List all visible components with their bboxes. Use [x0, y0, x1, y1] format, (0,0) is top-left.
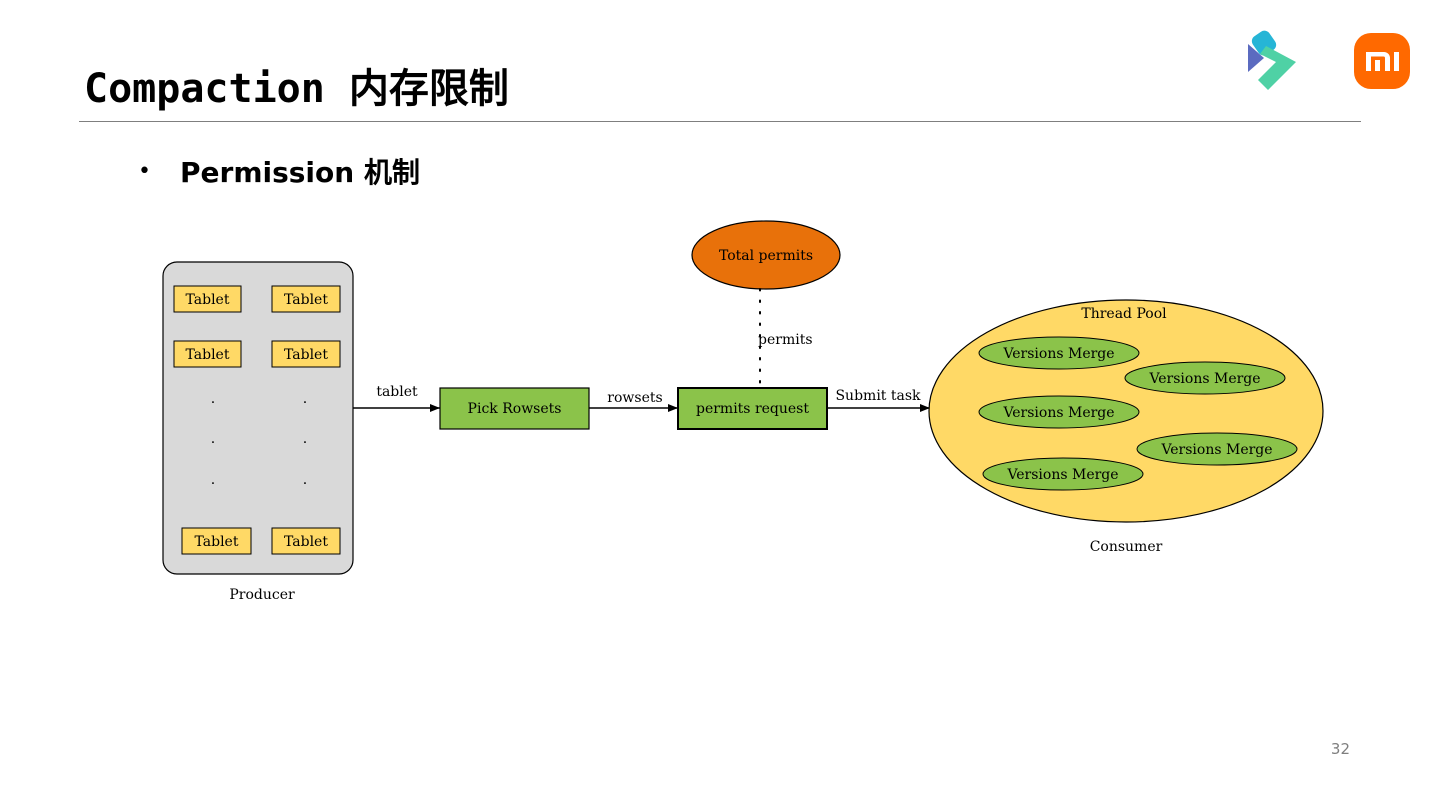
bullet-text: Permission 机制 — [180, 156, 420, 189]
ellipsis-dot: . — [211, 472, 215, 488]
tablet-label: Tablet — [186, 292, 230, 308]
ellipsis-dot: . — [303, 391, 307, 407]
versions-merge-node — [982, 457, 1144, 491]
tablet-label: Tablet — [284, 292, 328, 308]
tablet-box — [271, 285, 341, 313]
ellipsis-dot: . — [303, 472, 307, 488]
versions-merge-node — [978, 336, 1140, 370]
producer-box — [162, 261, 354, 575]
versions-merge-label: Versions Merge — [1160, 442, 1272, 458]
tablet-label: Tablet — [284, 534, 328, 550]
versions-merge-node — [1136, 432, 1298, 466]
versions-merge-node — [1124, 361, 1286, 395]
tablet-box — [173, 285, 242, 313]
tablet-box — [181, 527, 252, 555]
versions-merge-label: Versions Merge — [1006, 467, 1118, 483]
versions-merge-node — [978, 395, 1140, 429]
permits-link-label: permits — [758, 332, 813, 348]
tablet-box — [271, 527, 341, 555]
pick-rowsets-label: Pick Rowsets — [468, 401, 562, 417]
title-divider — [79, 121, 1361, 122]
versions-merge-label: Versions Merge — [1002, 346, 1114, 362]
consumer-label: Consumer — [1090, 539, 1163, 555]
ellipsis-dot: . — [211, 431, 215, 447]
bullet-dot: • — [138, 158, 151, 184]
xiaomi-logo-icon — [1354, 33, 1410, 89]
page-number: 32 — [1330, 740, 1350, 758]
thread-pool-title: Thread Pool — [1081, 306, 1167, 322]
slide-title: Compaction 内存限制 — [84, 66, 509, 112]
arrow-tablet-label: tablet — [376, 384, 418, 400]
permits-request-label: permits request — [696, 401, 809, 417]
submit-task-label: Submit task — [835, 388, 921, 404]
total-permits-label: Total permits — [719, 248, 813, 264]
versions-merge-label: Versions Merge — [1148, 371, 1260, 387]
tablet-box — [173, 340, 242, 368]
tablet-box — [271, 340, 341, 368]
tablet-label: Tablet — [195, 534, 239, 550]
tablet-label: Tablet — [284, 347, 328, 363]
producer-label: Producer — [229, 587, 295, 603]
permits-request-box — [677, 387, 828, 430]
doris-logo-icon — [1248, 30, 1296, 90]
producer-group: Tablet Tablet Tablet Tablet . . . . . . … — [162, 261, 354, 603]
bullet-item: • Permission 机制 — [138, 152, 420, 190]
tablet-label: Tablet — [186, 347, 230, 363]
arrow-rowsets-label: rowsets — [607, 390, 662, 406]
total-permits-node — [691, 220, 841, 290]
pick-rowsets-box — [439, 387, 590, 430]
ellipsis-dot: . — [303, 431, 307, 447]
versions-merge-label: Versions Merge — [1002, 405, 1114, 421]
ellipsis-dot: . — [211, 391, 215, 407]
